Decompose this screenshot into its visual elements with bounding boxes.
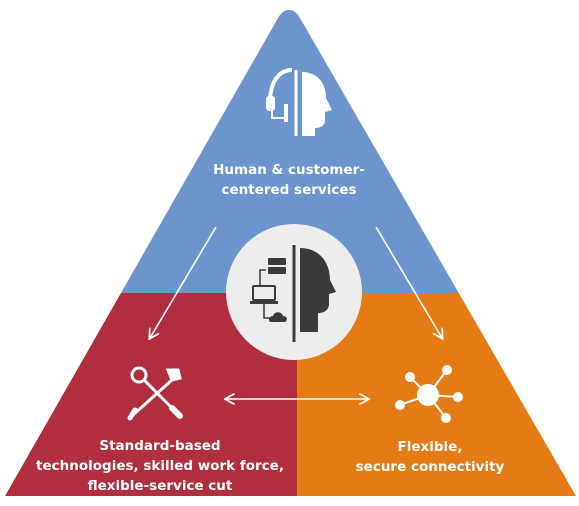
left-label-line: flexible-service cut <box>87 478 233 494</box>
right-label-line: secure connectivity <box>355 459 505 475</box>
right-label-line: Flexible, <box>397 439 463 455</box>
left-label-line: technologies, skilled work force, <box>36 458 284 474</box>
arrow-top-to-left <box>150 226 217 338</box>
top-section-label: Human & customer- centered services <box>189 160 389 200</box>
tools-icon <box>127 366 183 421</box>
support-agent-icon <box>266 68 332 136</box>
network-hub-icon <box>395 365 463 423</box>
top-label-line: centered services <box>221 182 357 198</box>
top-label-line: Human & customer- <box>213 162 365 178</box>
left-section-label: Standard-based technologies, skilled wor… <box>20 436 300 496</box>
right-section-label: Flexible, secure connectivity <box>330 437 530 477</box>
arrow-top-to-right <box>375 226 442 338</box>
left-label-line: Standard-based <box>99 438 221 454</box>
human-technology-icon <box>250 245 336 342</box>
